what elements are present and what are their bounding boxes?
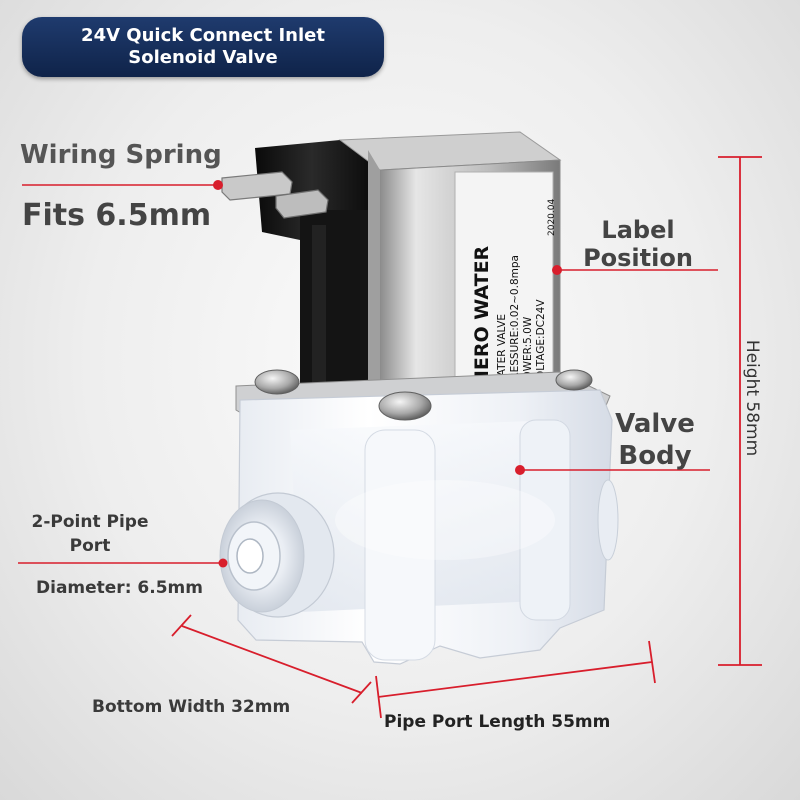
- label-date: 2020.04: [547, 199, 557, 236]
- valve-body-text: Valve Body: [615, 409, 695, 471]
- page-title: 24V Quick Connect Inlet Solenoid Valve: [81, 25, 325, 68]
- width-dimension-line: [181, 625, 363, 694]
- label-line2: PRESSURE:0.02~0.8mpa: [509, 255, 521, 386]
- length-dimension-line: [377, 661, 653, 698]
- callout-lines: [18, 180, 718, 568]
- screws: [254, 369, 593, 421]
- label-line3: POWER:5.0W: [522, 316, 534, 386]
- valve-body: [237, 389, 613, 665]
- label-brand: HERO WATER: [471, 245, 493, 386]
- diameter-label: Diameter: 6.5mm: [36, 578, 203, 598]
- pipe-port-text: 2-Point Pipe Port: [31, 512, 149, 556]
- bottom-width-label: Bottom Width 32mm: [92, 697, 291, 717]
- left-pipe-port: [219, 492, 335, 618]
- steel-bracket: [338, 131, 562, 413]
- label-line4: VOLTAGE:DC24V: [535, 299, 547, 386]
- length-right-tick: [648, 640, 656, 684]
- wiring-spring-terminals: [221, 171, 329, 219]
- width-left-tick: [171, 614, 192, 637]
- valve-body-label: Valve Body: [600, 408, 710, 472]
- dimension-lines: [171, 156, 762, 719]
- fits-label: Fits 6.5mm: [22, 198, 212, 233]
- body-callout-dot: [515, 465, 525, 475]
- label-line1: WATER VALVE: [496, 314, 508, 386]
- label-position-text: Label Position: [583, 216, 693, 272]
- length-left-tick: [375, 675, 382, 719]
- product-label-text: HERO WATER WATER VALVE PRESSURE:0.02~0.8…: [471, 199, 557, 386]
- title-badge: 24V Quick Connect Inlet Solenoid Valve: [22, 17, 384, 77]
- right-pipe-port: [597, 479, 619, 561]
- wiring-callout-dot: [213, 180, 223, 190]
- wiring-spring-label: Wiring Spring: [20, 140, 222, 170]
- height-text: Height 58mm: [742, 339, 762, 457]
- port-callout-dot: [218, 558, 228, 568]
- width-right-tick: [351, 681, 372, 704]
- label-callout-dot: [552, 265, 562, 275]
- pipe-port-length-label: Pipe Port Length 55mm: [384, 712, 611, 732]
- label-position-label: Label Position: [578, 216, 698, 272]
- pipe-port-label: 2-Point Pipe Port: [14, 510, 166, 558]
